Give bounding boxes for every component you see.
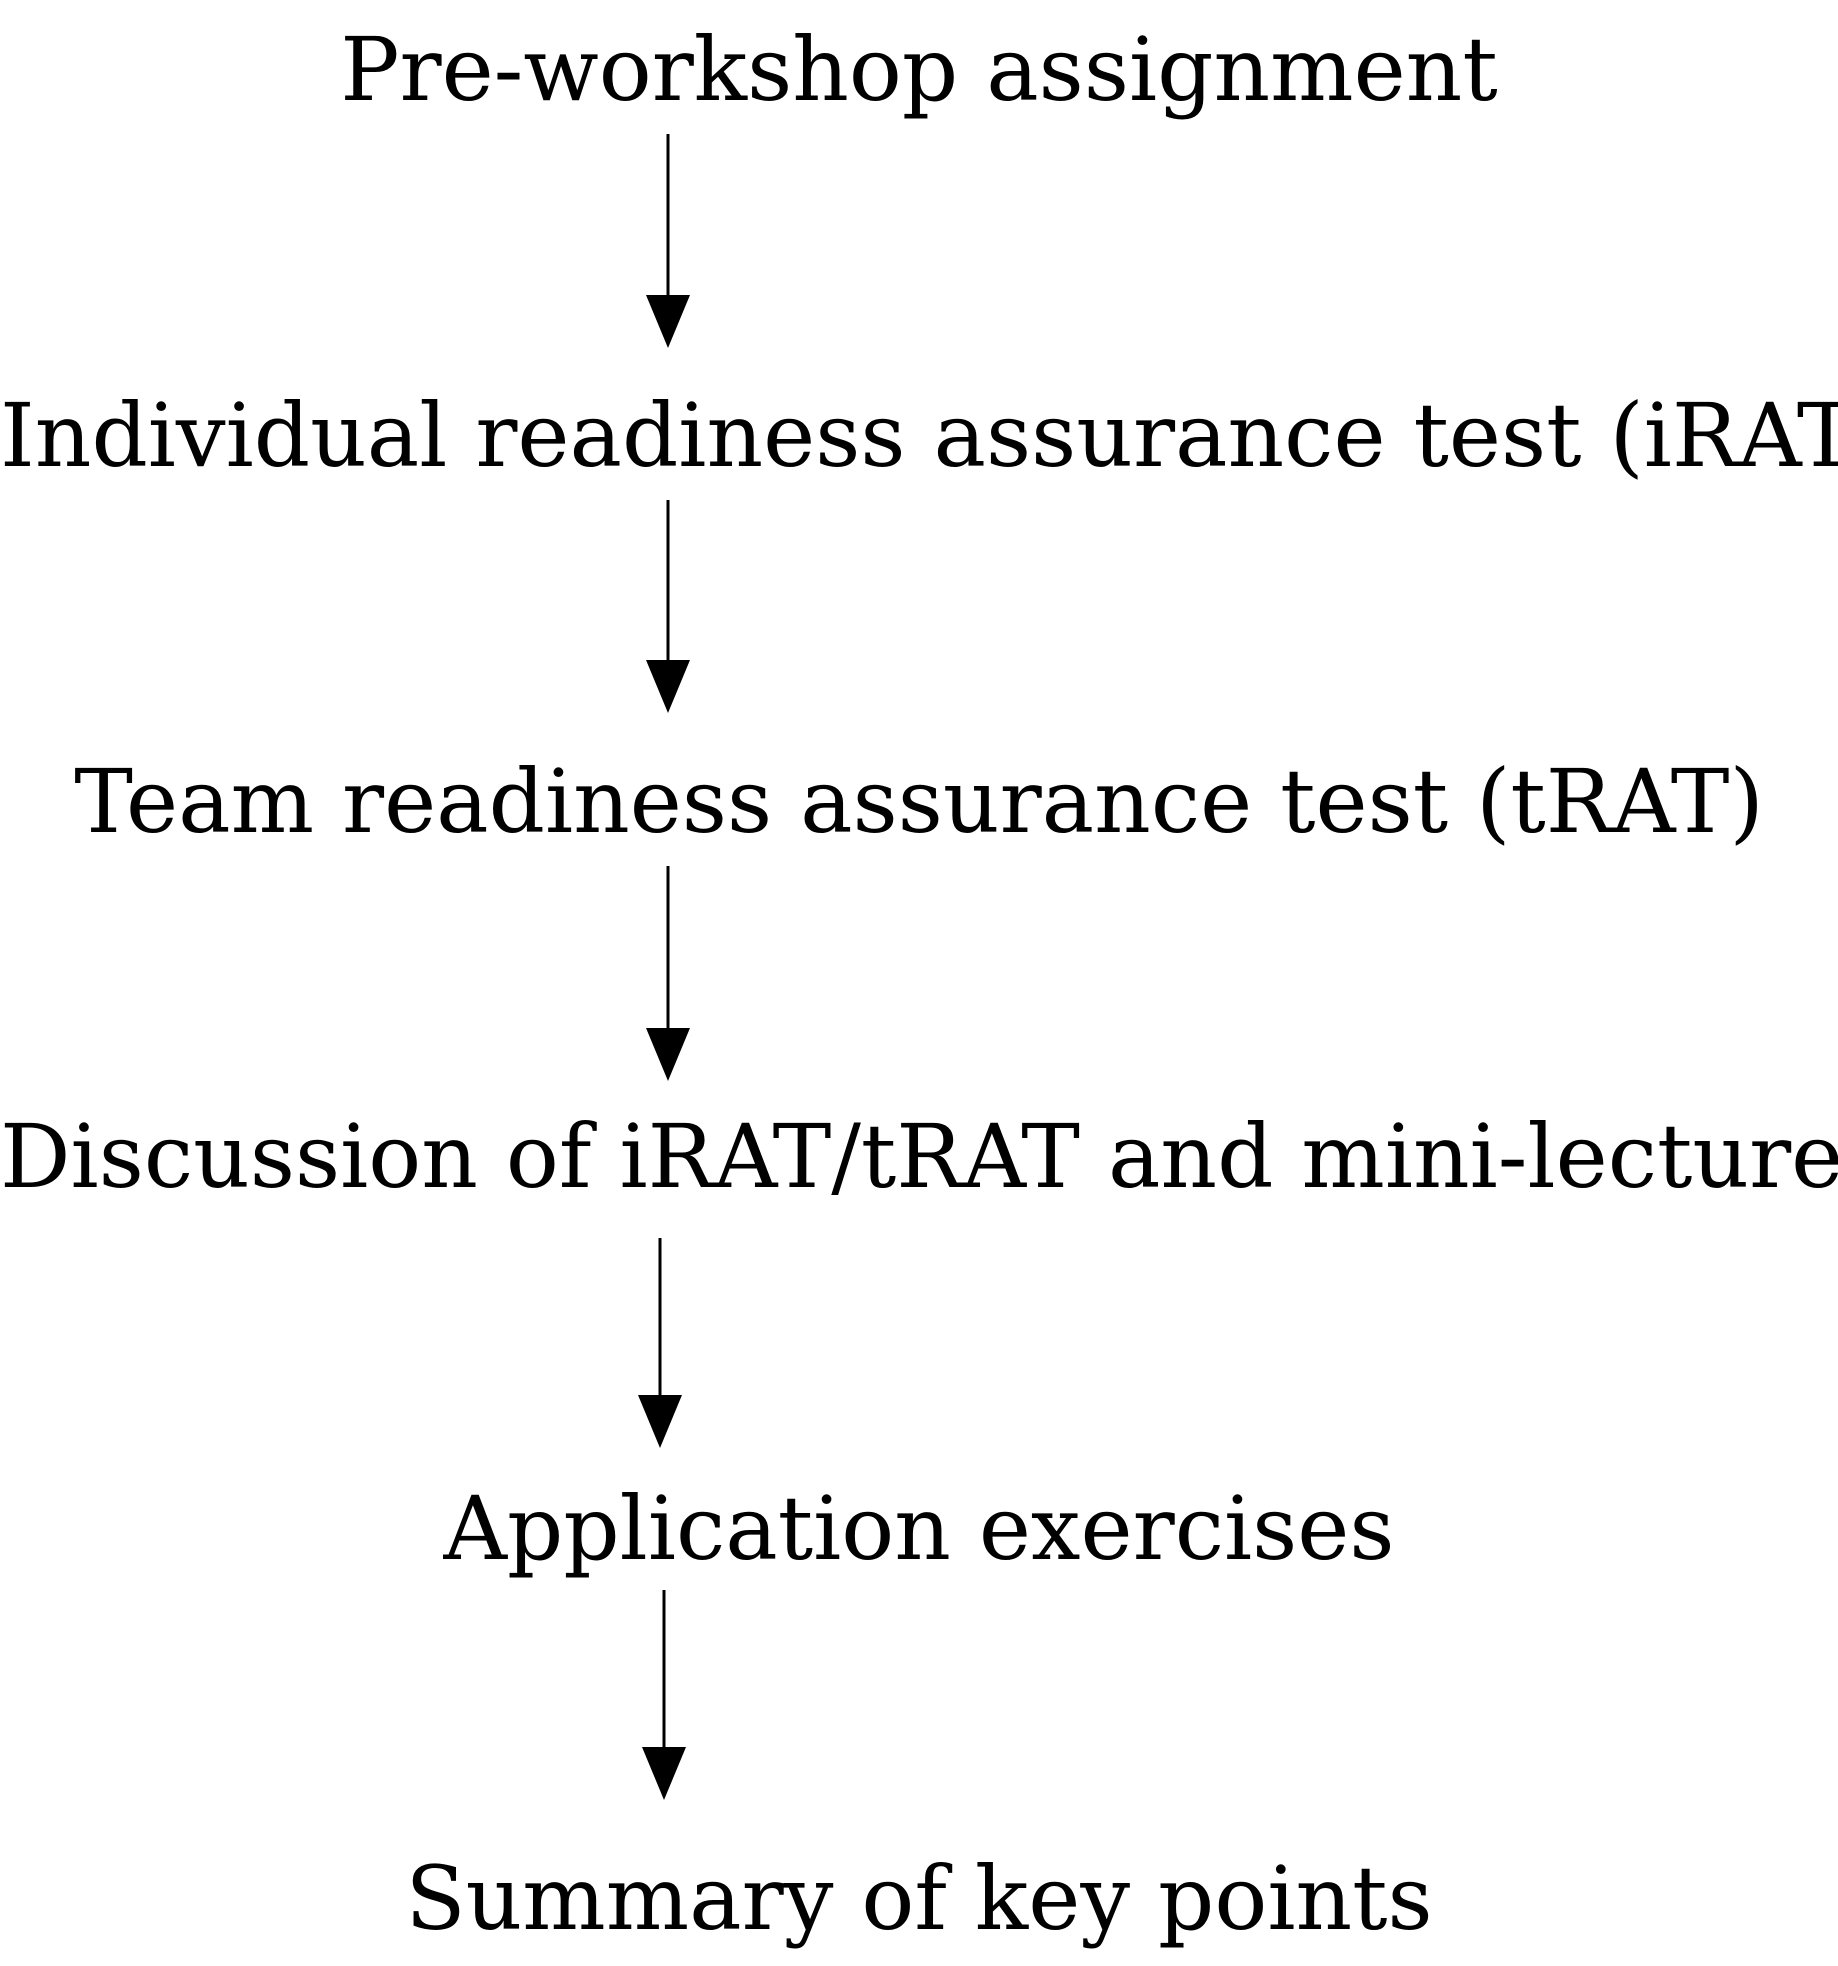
step-individual-readiness-test: Individual readiness assurance test (iRA… [0, 384, 1838, 487]
arrow-2 [646, 500, 690, 713]
arrow-1 [646, 134, 690, 348]
step-team-readiness-test: Team readiness assurance test (tRAT) [74, 750, 1764, 853]
step-application-exercises: Application exercises [443, 1477, 1395, 1580]
arrow-4 [638, 1238, 682, 1448]
arrow-3 [646, 866, 690, 1081]
arrow-5 [642, 1590, 686, 1800]
step-summary-key-points: Summary of key points [405, 1847, 1433, 1950]
step-pre-workshop-assignment: Pre-workshop assignment [340, 18, 1498, 121]
step-discussion-mini-lecture: Discussion of iRAT/tRAT and mini-lecture [0, 1105, 1838, 1208]
